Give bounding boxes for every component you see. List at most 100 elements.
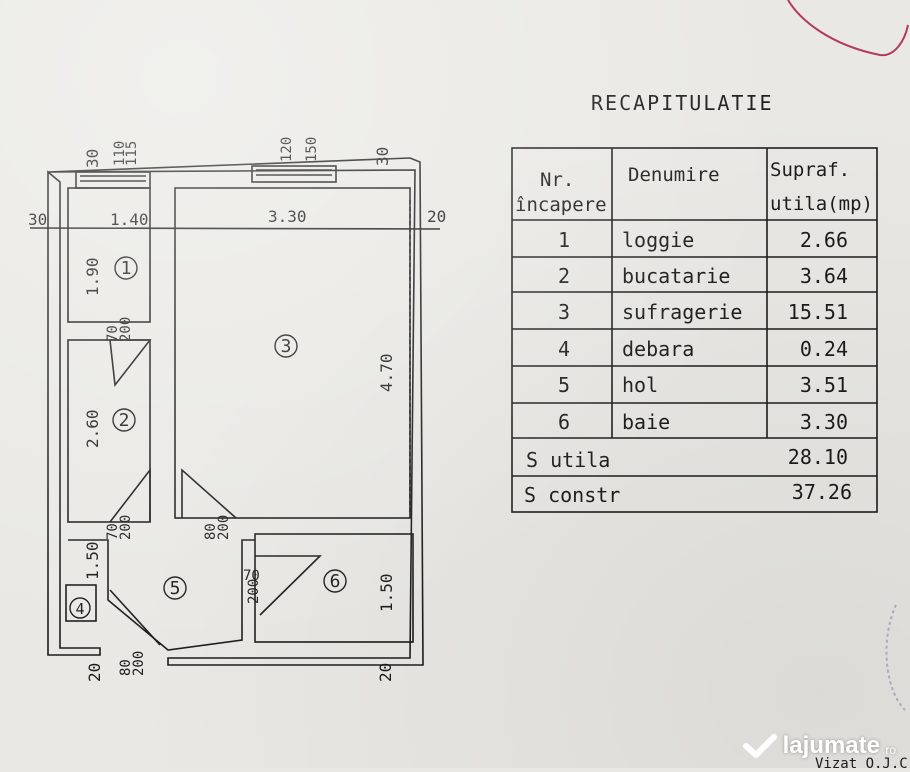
watermark-brand: lajumate [782, 732, 880, 759]
cell-nr: 4 [558, 337, 570, 361]
table-row: 1 loggie 2.66 [558, 228, 848, 252]
total-row: S utila 28.10 [526, 445, 848, 472]
room-3-outline [174, 187, 411, 519]
total-label: S utila [526, 448, 610, 472]
room-5-outline [68, 539, 255, 651]
dim-loggia-width: 1.40 [110, 210, 149, 229]
total-value: 28.10 [788, 445, 848, 469]
left-wall-path [47, 170, 101, 656]
dim-door-bath-h: 200 [246, 579, 262, 604]
cell-nr: 6 [558, 410, 570, 434]
dim-left-edge: 30 [28, 210, 47, 229]
table-header: Nr. încapere Denumire Supraf. utila(mp) [515, 159, 873, 216]
dim-top-wall-right: 30 [373, 147, 392, 166]
cell-area: 0.24 [800, 337, 848, 361]
window-dims: 110 115 120 150 [112, 137, 320, 166]
cell-area: 3.30 [800, 410, 848, 434]
watermark: lajumate .ro [742, 732, 896, 760]
dim-right-edge: 20 [427, 207, 446, 226]
room-marker-1 [114, 256, 138, 280]
stamp-outline [885, 604, 906, 711]
room-markers: 1 2 3 4 5 6 [69, 256, 347, 619]
living-door-swing [181, 468, 237, 519]
room-marker-2 [112, 408, 136, 432]
total-label: S constr [524, 483, 620, 507]
ink-mark [787, 0, 909, 57]
table-body: 1 loggie 2.66 2 bucatarie 3.64 3 sufrage… [524, 228, 852, 507]
table-row: 4 debara 0.24 [558, 337, 848, 361]
dim-door-bath-w: 70 [243, 568, 260, 584]
room-marker-4 [69, 597, 91, 619]
header-area-line1: Supraf. [770, 159, 850, 181]
total-row: S constr 37.26 [524, 480, 852, 507]
dim-top-wall-left: 30 [83, 149, 102, 168]
dim-hall-height: 1.50 [83, 541, 102, 580]
dim-window-left-top: 110 [112, 141, 128, 166]
cell-area: 2.66 [800, 228, 848, 252]
dim-door-living-w: 80 [203, 523, 219, 540]
summary-title: RECAPITULATIE [591, 91, 774, 115]
dim-living-width: 3.30 [268, 207, 307, 226]
dim-door-living-h: 200 [216, 515, 232, 540]
cell-name: debara [622, 337, 694, 361]
room-4-outline [65, 584, 97, 622]
room-number-2: 2 [119, 410, 130, 431]
cell-area: 3.51 [800, 373, 848, 397]
dim-bottom-right: 20 [376, 663, 395, 682]
dim-door-entry-h: 200 [131, 651, 147, 676]
room-marker-6 [323, 569, 347, 593]
room-2-outline [67, 339, 151, 523]
cell-nr: 3 [558, 300, 570, 324]
floor-plan [29, 157, 441, 666]
dim-door-loggia-h: 200 [118, 317, 134, 342]
header-denumire: Denumire [628, 164, 720, 186]
dim-loggia-height: 1.90 [83, 257, 102, 296]
living-window [251, 165, 337, 183]
header-nr-line2: încapere [515, 194, 607, 216]
dimension-line-top [29, 227, 441, 230]
room-number-3: 3 [281, 336, 292, 357]
cell-name: loggie [622, 228, 694, 252]
dim-kitchen-height: 2.60 [83, 409, 102, 448]
room-number-1: 1 [121, 258, 132, 279]
summary-table [511, 147, 878, 513]
room-1-outline [67, 187, 151, 323]
dim-door-entry-w: 80 [118, 659, 134, 676]
cell-name: baie [622, 410, 670, 434]
door-dims: 70 200 70 200 80 200 70 200 80 200 [105, 317, 262, 676]
outer-wall-path [47, 157, 424, 666]
table-border [511, 147, 878, 513]
room-number-5: 5 [170, 578, 181, 599]
cell-name: hol [622, 373, 658, 397]
dim-door-loggia-w: 70 [105, 325, 121, 342]
dim-window-right-top: 120 [279, 137, 295, 162]
table-row: 3 sufragerie 15.51 [558, 300, 848, 324]
cell-area: 15.51 [788, 300, 848, 324]
table-row: 5 hol 3.51 [558, 373, 848, 397]
dim-window-left-bottom: 115 [124, 141, 140, 166]
dim-bath-height: 1.50 [377, 573, 396, 612]
table-row: 6 baie 3.30 [558, 410, 848, 434]
room-marker-3 [274, 334, 298, 358]
kitchen-door-swing [109, 339, 152, 388]
plan-dimensions: 30 20 1.40 3.30 1.90 2.60 1.50 4.70 1.50… [28, 137, 446, 682]
cell-name: bucatarie [622, 264, 730, 288]
dim-door-kitchen-h: 200 [118, 515, 134, 540]
cell-area: 3.64 [800, 264, 848, 288]
room-number-4: 4 [75, 600, 84, 618]
hall-door-swing [109, 467, 151, 523]
checkmark-logo-icon [742, 734, 777, 758]
room-6-outline [254, 533, 414, 643]
cell-nr: 5 [558, 373, 570, 397]
cell-nr: 1 [558, 228, 570, 252]
dim-living-height: 4.70 [377, 353, 396, 392]
dim-bottom-left: 20 [85, 663, 104, 682]
watermark-suffix: .ro [881, 743, 896, 757]
dim-window-right-bottom: 150 [304, 137, 320, 162]
loggia-window [75, 171, 151, 189]
header-area-line2: utila(mp) [770, 193, 873, 215]
cell-nr: 2 [558, 264, 570, 288]
total-value: 37.26 [792, 480, 852, 504]
bath-door-swing [255, 555, 322, 616]
